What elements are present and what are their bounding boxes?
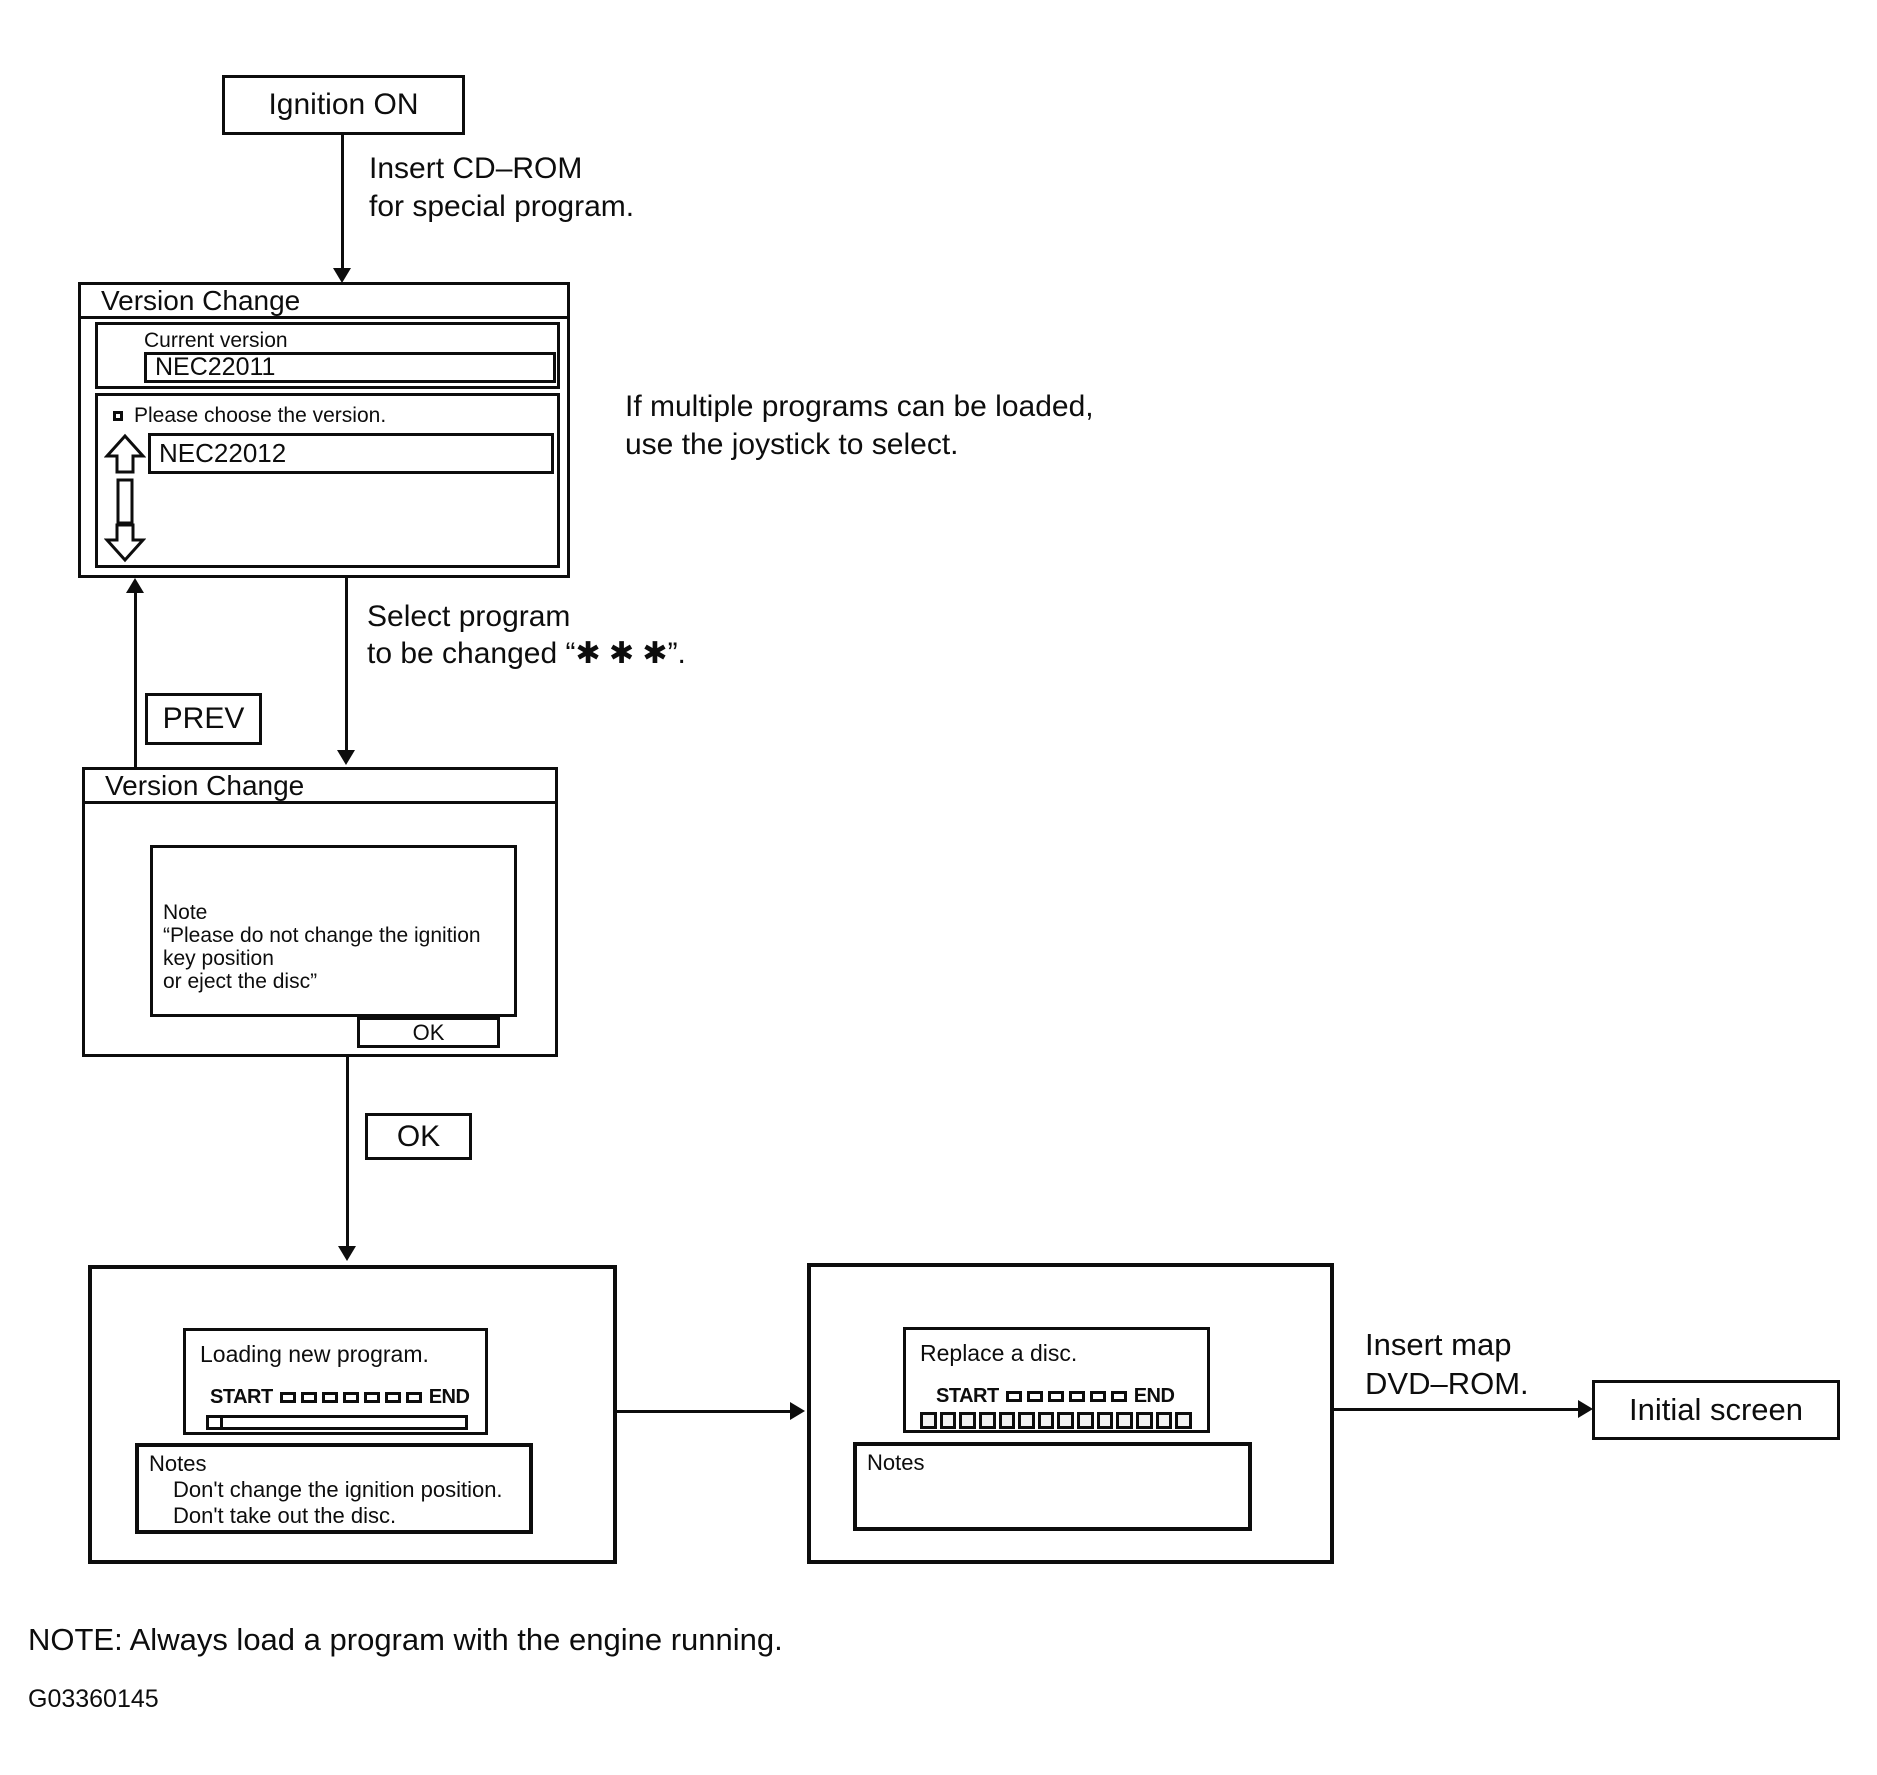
replace-notes-panel: Notes — [853, 1442, 1252, 1531]
version-select-screen: Version Change Current version NEC22011 … — [78, 282, 570, 578]
select-program-caption: Select program to be changed “✱ ✱ ✱”. — [367, 600, 686, 670]
version-confirm-screen: Version Change Note “Please do not chang… — [82, 767, 558, 1057]
choose-version-panel: Please choose the version. NEC22012 — [95, 393, 560, 568]
segment-strip — [1005, 1391, 1127, 1402]
arrow-line — [1334, 1408, 1579, 1411]
segment — [959, 1412, 976, 1429]
ignition-on-label: Ignition ON — [268, 88, 419, 121]
replace-message: Replace a disc. — [920, 1340, 1078, 1366]
loading-message-panel: Loading new program. START END — [183, 1328, 488, 1435]
segment — [1018, 1412, 1035, 1429]
arrow-right-icon — [1578, 1400, 1593, 1418]
loading-progress-bar — [206, 1415, 468, 1430]
segment — [279, 1392, 296, 1403]
screen-title: Version Change — [85, 770, 555, 804]
start-label: START — [210, 1386, 273, 1408]
figure-id: G03360145 — [28, 1685, 159, 1713]
notes-title: Notes — [149, 1451, 207, 1476]
insert-map-caption: Insert map DVD–ROM. — [1365, 1327, 1529, 1401]
ok-step-box: OK — [365, 1113, 472, 1160]
replace-progress-scale: START END — [936, 1385, 1175, 1408]
loading-progress-scale: START END — [210, 1386, 470, 1409]
end-label: END — [428, 1386, 470, 1408]
loading-notes-panel: Notes Don't change the ignition position… — [135, 1443, 533, 1534]
dialog-ok-button: OK — [357, 1017, 500, 1048]
segment-strip — [279, 1392, 422, 1403]
arrow-down-icon — [337, 750, 355, 765]
screen-title: Version Change — [81, 285, 567, 319]
current-version-field: NEC22011 — [144, 352, 556, 383]
segment — [363, 1392, 380, 1403]
end-label: END — [1133, 1385, 1175, 1407]
notes-title: Notes — [867, 1450, 925, 1475]
loading-message: Loading new program. — [200, 1341, 429, 1367]
segment — [1037, 1412, 1055, 1429]
segment — [939, 1412, 957, 1429]
confirm-note-dialog: Note “Please do not change the ignition … — [150, 845, 517, 1017]
segment — [300, 1392, 317, 1403]
confirm-note-text: Note “Please do not change the ignition … — [163, 901, 481, 993]
joystick-up-down-icon — [104, 433, 146, 563]
replace-progress-bar — [920, 1412, 1192, 1429]
arrow-line — [346, 1057, 349, 1247]
segment — [342, 1392, 359, 1403]
current-version-label: Current version — [144, 329, 288, 352]
prev-button-box: PREV — [145, 693, 262, 745]
arrow-line — [341, 135, 344, 269]
segment — [405, 1392, 422, 1403]
segment — [1057, 1412, 1075, 1429]
segment — [920, 1412, 937, 1429]
square-bullet-icon — [113, 411, 123, 421]
arrow-down-icon — [333, 268, 351, 283]
arrow-down-icon — [338, 1246, 356, 1261]
segment — [1155, 1412, 1173, 1429]
initial-screen-box: Initial screen — [1592, 1380, 1840, 1440]
segment — [384, 1392, 401, 1403]
footer-note: NOTE: Always load a program with the eng… — [28, 1622, 783, 1657]
notes-line: Don't take out the disc. — [173, 1503, 397, 1528]
replace-disc-screen: Replace a disc. START END Notes — [807, 1263, 1334, 1564]
segment — [1005, 1391, 1022, 1402]
ignition-on-box: Ignition ON — [222, 75, 465, 135]
replace-message-panel: Replace a disc. START END — [903, 1327, 1210, 1433]
arrow-line — [134, 591, 137, 767]
current-version-panel: Current version NEC22011 — [95, 322, 560, 389]
progress-fill — [209, 1418, 223, 1427]
segment — [1110, 1391, 1127, 1402]
choose-version-prompt: Please choose the version. — [134, 404, 387, 427]
segment — [978, 1412, 996, 1429]
arrow-right-icon — [790, 1402, 805, 1420]
insert-cdrom-caption: Insert CD–ROM for special program. — [369, 152, 635, 223]
start-label: START — [936, 1385, 999, 1407]
segment — [1096, 1412, 1114, 1429]
loading-screen: Loading new program. START END Notes Don… — [88, 1265, 617, 1564]
segment — [1089, 1391, 1106, 1402]
segment — [1026, 1391, 1043, 1402]
arrow-line — [345, 578, 348, 751]
version-choice-field: NEC22012 — [148, 433, 554, 474]
segment — [321, 1392, 338, 1403]
arrow-up-icon — [126, 578, 144, 593]
notes-line: Don't change the ignition position. — [173, 1477, 503, 1502]
segment — [1068, 1391, 1085, 1402]
segment — [1136, 1412, 1153, 1429]
segment — [1047, 1391, 1064, 1402]
arrow-line — [617, 1410, 791, 1413]
segment — [1077, 1412, 1094, 1429]
segment — [998, 1412, 1016, 1429]
segment — [1175, 1412, 1192, 1429]
joystick-note: If multiple programs can be loaded, use … — [625, 390, 1094, 461]
segment — [1116, 1412, 1134, 1429]
